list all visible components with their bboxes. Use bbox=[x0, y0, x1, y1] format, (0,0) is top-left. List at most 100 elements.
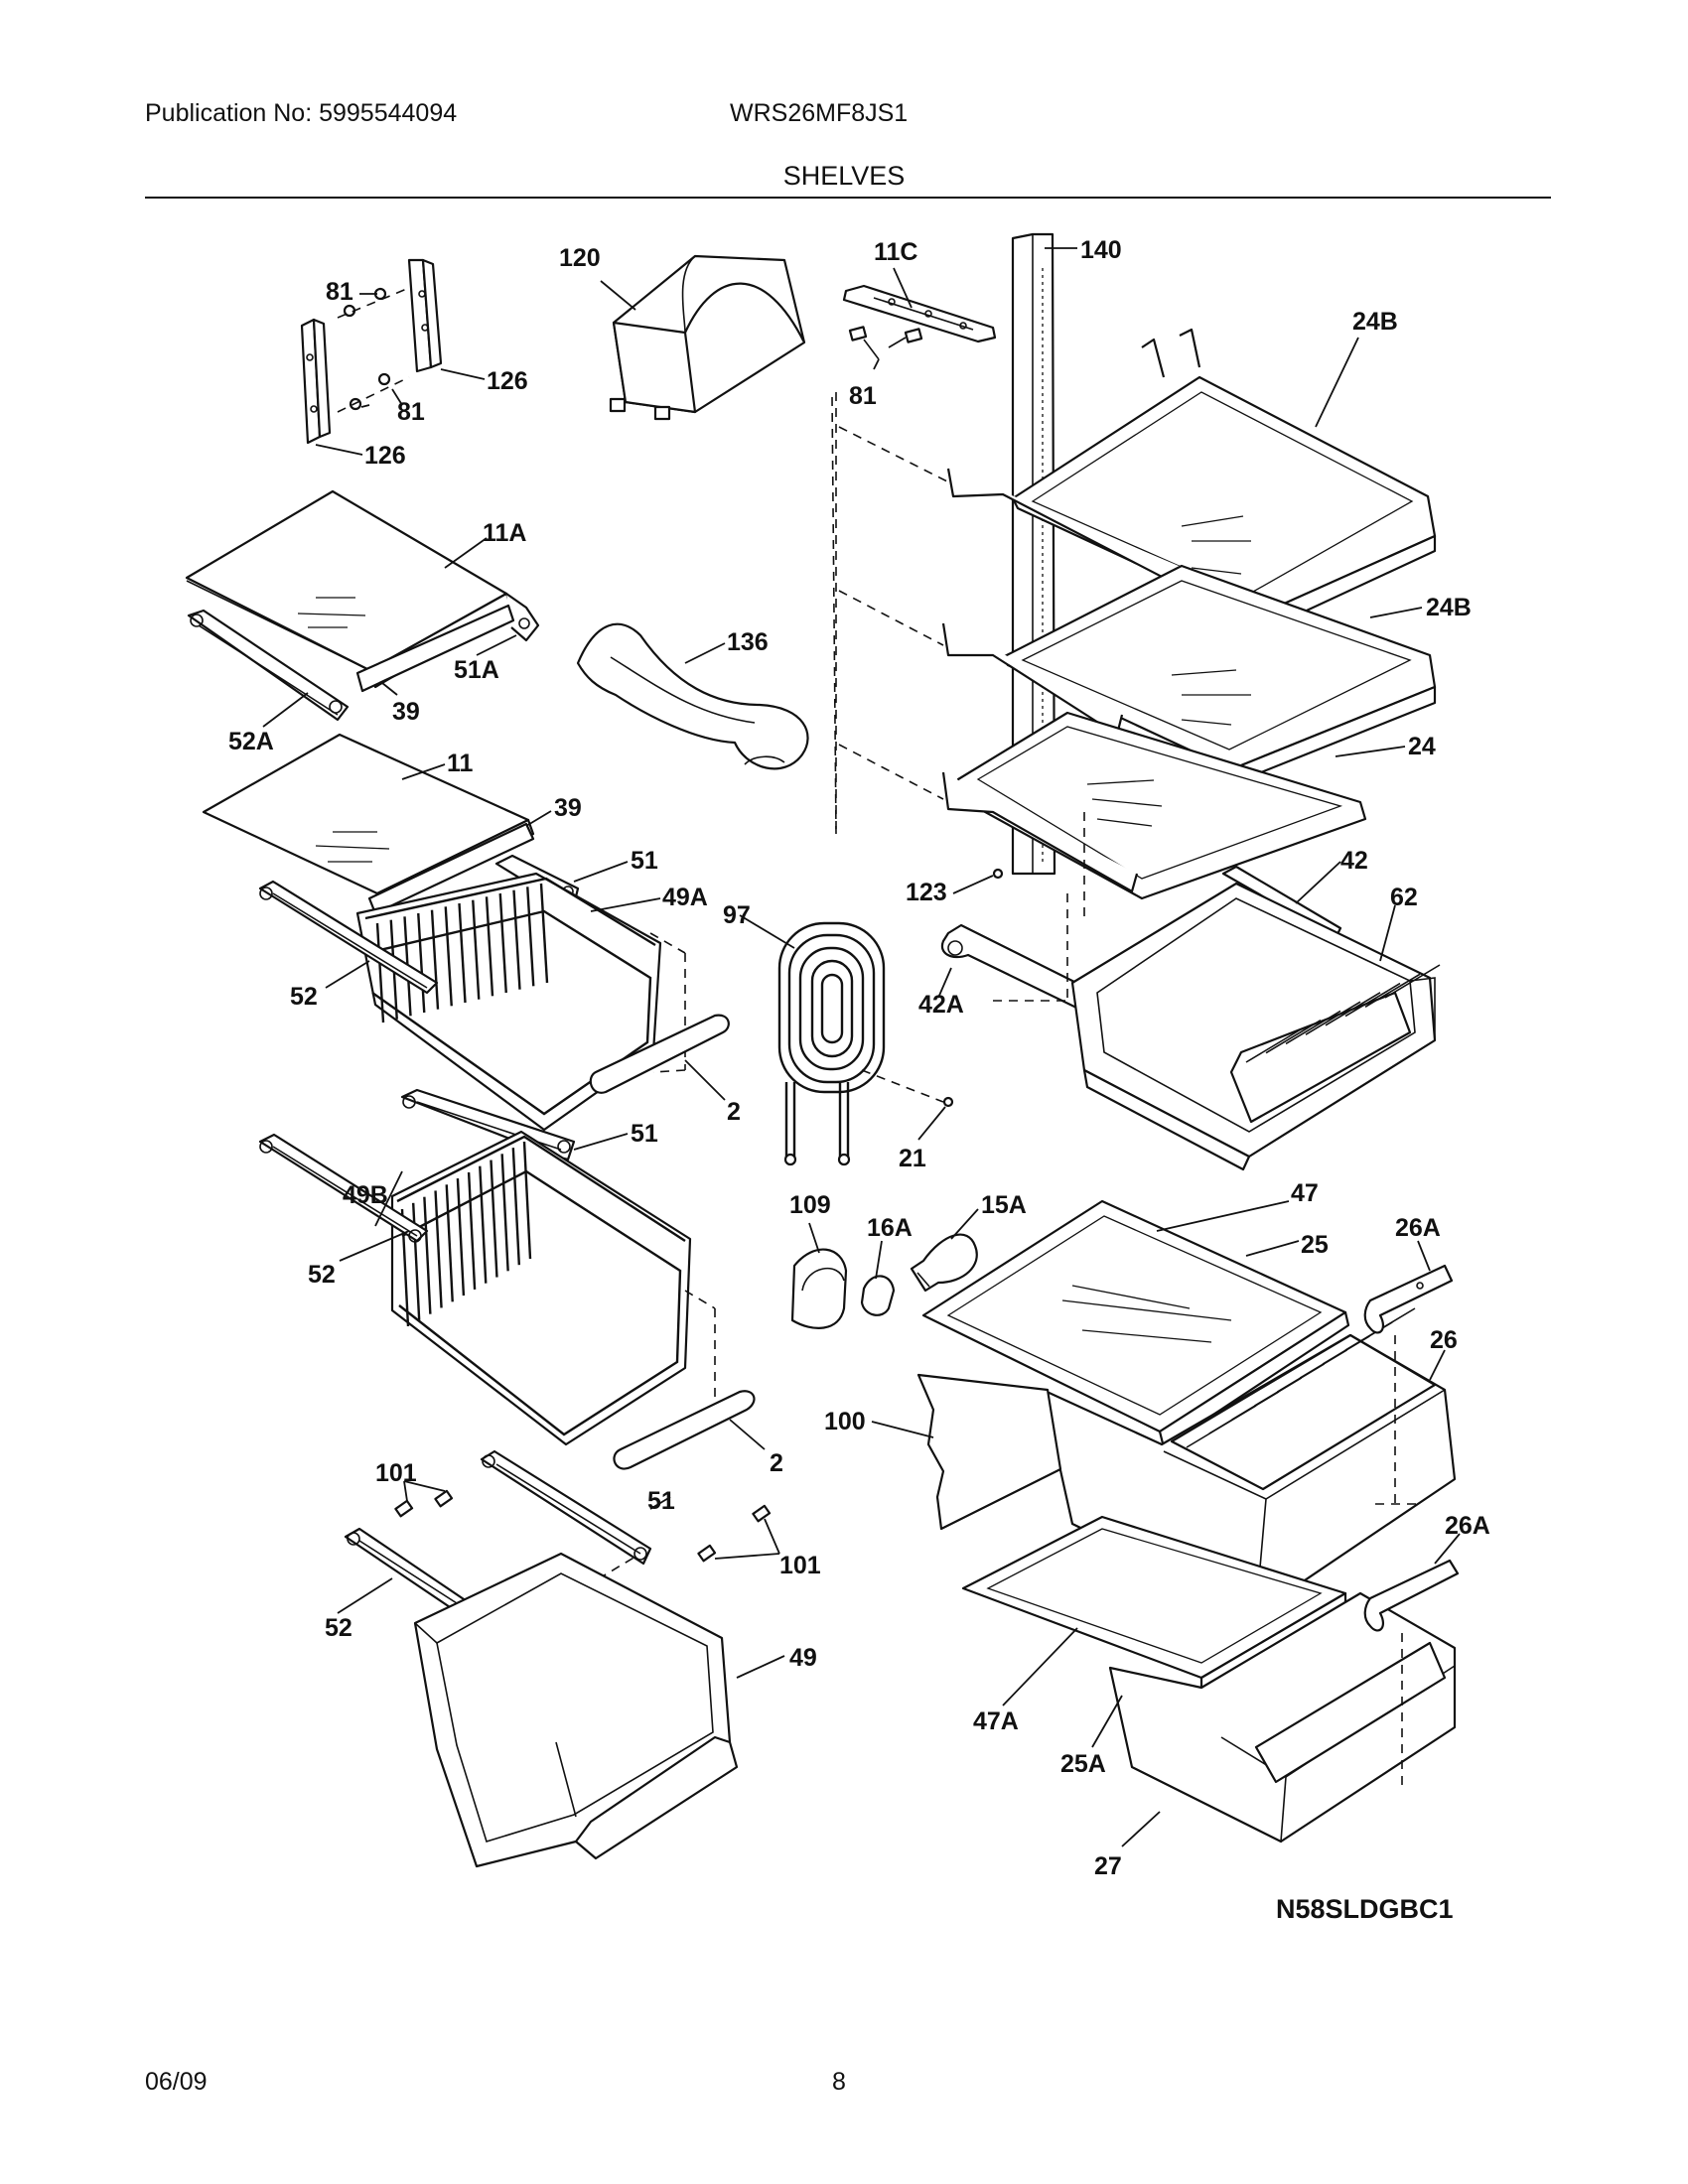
cover-2-bot bbox=[613, 1390, 756, 1470]
part-136 bbox=[576, 622, 809, 770]
callout-126: 126 bbox=[364, 442, 406, 470]
crisper-62 bbox=[1070, 882, 1441, 1171]
rail-52a bbox=[187, 609, 350, 722]
callout-51: 51 bbox=[647, 1487, 675, 1515]
screws-81-right bbox=[848, 326, 923, 360]
leader-2-bot bbox=[729, 1419, 766, 1450]
leader-123 bbox=[952, 875, 994, 894]
callout-42a: 42A bbox=[918, 991, 964, 1019]
leader-11a bbox=[444, 537, 488, 569]
callout-81: 81 bbox=[397, 398, 425, 426]
align-shelf-2 bbox=[838, 590, 944, 646]
callout-26a: 26A bbox=[1395, 1214, 1441, 1242]
callout-labels: 81 126 81 126 120 11C 140 81 24B 24B 24 … bbox=[228, 236, 1490, 1880]
callout-49: 49 bbox=[789, 1644, 817, 1672]
bracket-126-upper bbox=[407, 258, 443, 373]
screws-81 bbox=[337, 287, 410, 413]
leader-42 bbox=[1295, 861, 1341, 904]
basket-wire-bar bbox=[539, 883, 549, 984]
bracket-11c bbox=[842, 284, 997, 343]
rail-51-bot bbox=[480, 1449, 652, 1566]
leader-47a bbox=[1002, 1627, 1078, 1706]
section-title: SHELVES bbox=[782, 161, 906, 191]
leader-49 bbox=[736, 1655, 785, 1679]
callout-16a: 16A bbox=[867, 1214, 913, 1242]
leader-126b bbox=[315, 444, 363, 456]
callout-97: 97 bbox=[723, 901, 751, 929]
shelf-24 bbox=[941, 711, 1367, 900]
leader-26a-bot bbox=[1434, 1533, 1461, 1565]
socket-16a bbox=[860, 1275, 896, 1316]
leader-16a bbox=[875, 1240, 883, 1280]
callout-47a: 47A bbox=[973, 1707, 1019, 1735]
screw-123 bbox=[992, 868, 1004, 880]
leader-49a bbox=[590, 897, 661, 912]
callout-21: 21 bbox=[899, 1145, 926, 1172]
trim-39-upper bbox=[355, 604, 515, 693]
basket-wire-bar bbox=[458, 902, 467, 1004]
callout-27: 27 bbox=[1094, 1852, 1122, 1880]
callout-101: 101 bbox=[779, 1552, 821, 1579]
screw-21 bbox=[942, 1096, 954, 1108]
callout-52: 52 bbox=[325, 1614, 352, 1642]
leader-11 bbox=[401, 763, 446, 780]
header-rule bbox=[145, 197, 1551, 199]
callout-25a: 25A bbox=[1060, 1750, 1106, 1778]
basket-wire-bar bbox=[472, 899, 481, 1000]
crisper-rib bbox=[1364, 973, 1421, 1008]
leader-52a bbox=[262, 692, 309, 728]
leader-51-top bbox=[573, 861, 629, 883]
leader-26a-top bbox=[1417, 1240, 1431, 1272]
align-49b bbox=[684, 1290, 716, 1309]
leader-62 bbox=[1379, 904, 1396, 962]
leader-126a bbox=[440, 368, 486, 380]
basket-wire-bar bbox=[485, 896, 494, 997]
callout-81: 81 bbox=[326, 278, 353, 306]
basket-wire-bar bbox=[511, 1148, 521, 1266]
callout-120: 120 bbox=[559, 244, 601, 272]
callout-42: 42 bbox=[1340, 847, 1368, 875]
leader-136 bbox=[684, 642, 726, 664]
callout-81: 81 bbox=[849, 382, 877, 410]
leader-47 bbox=[1156, 1200, 1290, 1232]
align-49a bbox=[649, 932, 686, 954]
basket-wire-bar bbox=[375, 922, 385, 1024]
diagram-code: N58SLDGBC1 bbox=[1276, 1894, 1454, 1924]
callout-24b: 24B bbox=[1426, 594, 1472, 621]
leader-52-mid bbox=[339, 1230, 410, 1262]
leader-2-top bbox=[684, 1059, 726, 1101]
callout-52: 52 bbox=[290, 983, 318, 1011]
basket-wire-bar bbox=[430, 909, 440, 1010]
callout-62: 62 bbox=[1390, 884, 1418, 911]
callout-47: 47 bbox=[1291, 1179, 1319, 1207]
align-shelf-1 bbox=[838, 426, 954, 485]
callout-49b: 49B bbox=[343, 1181, 388, 1209]
callout-100: 100 bbox=[824, 1408, 866, 1435]
basket-wire-bar bbox=[522, 1141, 532, 1260]
callout-123: 123 bbox=[906, 879, 947, 906]
crisper-rib bbox=[1245, 1028, 1302, 1063]
basket-wire-bar bbox=[423, 1196, 432, 1314]
bracket-26a-bot bbox=[1363, 1559, 1460, 1632]
leader-109 bbox=[808, 1222, 820, 1254]
leader-51a bbox=[476, 634, 517, 656]
callout-109: 109 bbox=[789, 1191, 831, 1219]
leader-81b bbox=[391, 388, 403, 406]
callout-52: 52 bbox=[308, 1261, 336, 1289]
bracket-126-lower bbox=[300, 318, 332, 445]
callout-140: 140 bbox=[1080, 236, 1122, 264]
leader-52-bot bbox=[337, 1577, 393, 1614]
callout-26a: 26A bbox=[1445, 1512, 1490, 1540]
basket-wire-bar bbox=[417, 912, 426, 1014]
page-number: 8 bbox=[832, 2068, 846, 2096]
leader-39b bbox=[525, 810, 552, 827]
callout-126: 126 bbox=[487, 367, 528, 395]
basket-wire-bar bbox=[490, 1160, 498, 1278]
callout-39: 39 bbox=[554, 794, 582, 822]
callout-52a: 52A bbox=[228, 728, 274, 755]
bracket-26a-top bbox=[1363, 1264, 1454, 1334]
leader-49b bbox=[374, 1170, 403, 1227]
model-number: WRS26MF8JS1 bbox=[730, 99, 909, 127]
coil-97 bbox=[777, 921, 886, 1166]
panel-100 bbox=[916, 1373, 1062, 1531]
